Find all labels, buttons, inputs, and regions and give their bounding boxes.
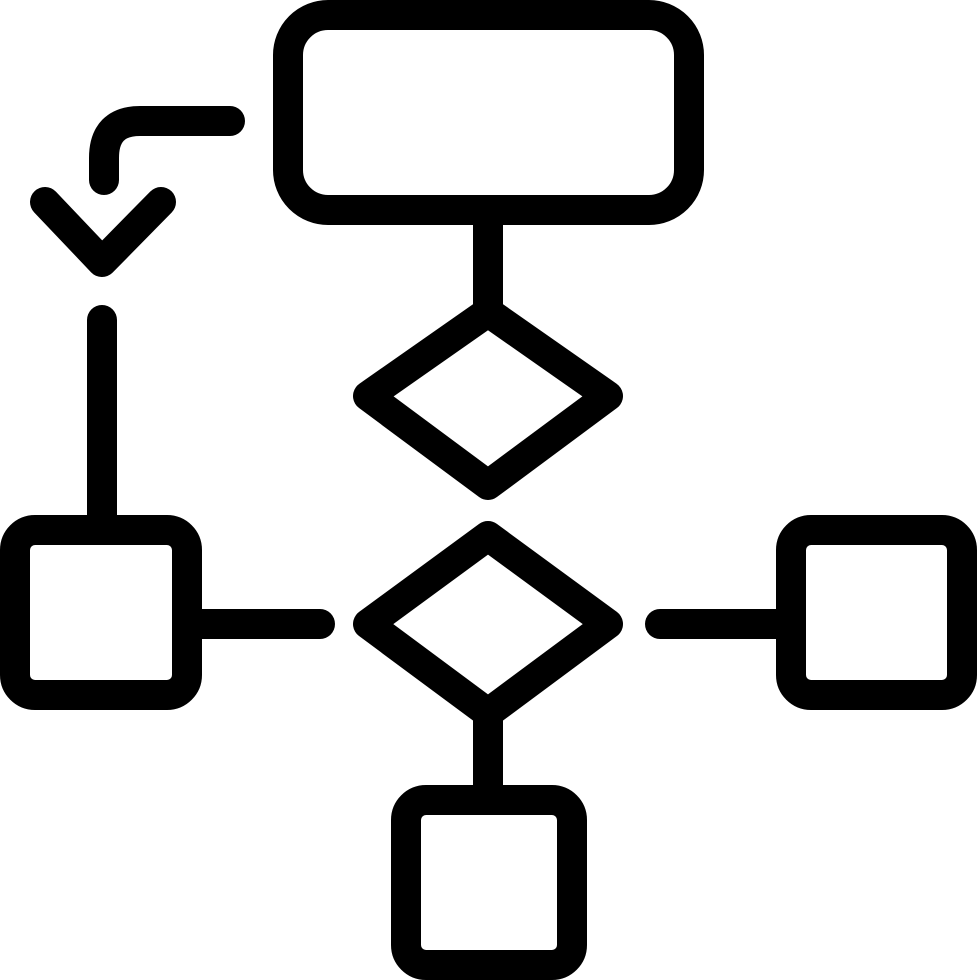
decision-diamond-upper: [353, 297, 623, 500]
process-box-right: [776, 515, 977, 710]
loop-back-path: [89, 106, 245, 195]
decision-diamond-lower: [353, 521, 623, 728]
process-box-left: [0, 515, 202, 710]
process-box-top: [273, 0, 704, 225]
process-box-bottom: [391, 785, 587, 980]
loop-back-arrow-icon: [30, 187, 176, 277]
